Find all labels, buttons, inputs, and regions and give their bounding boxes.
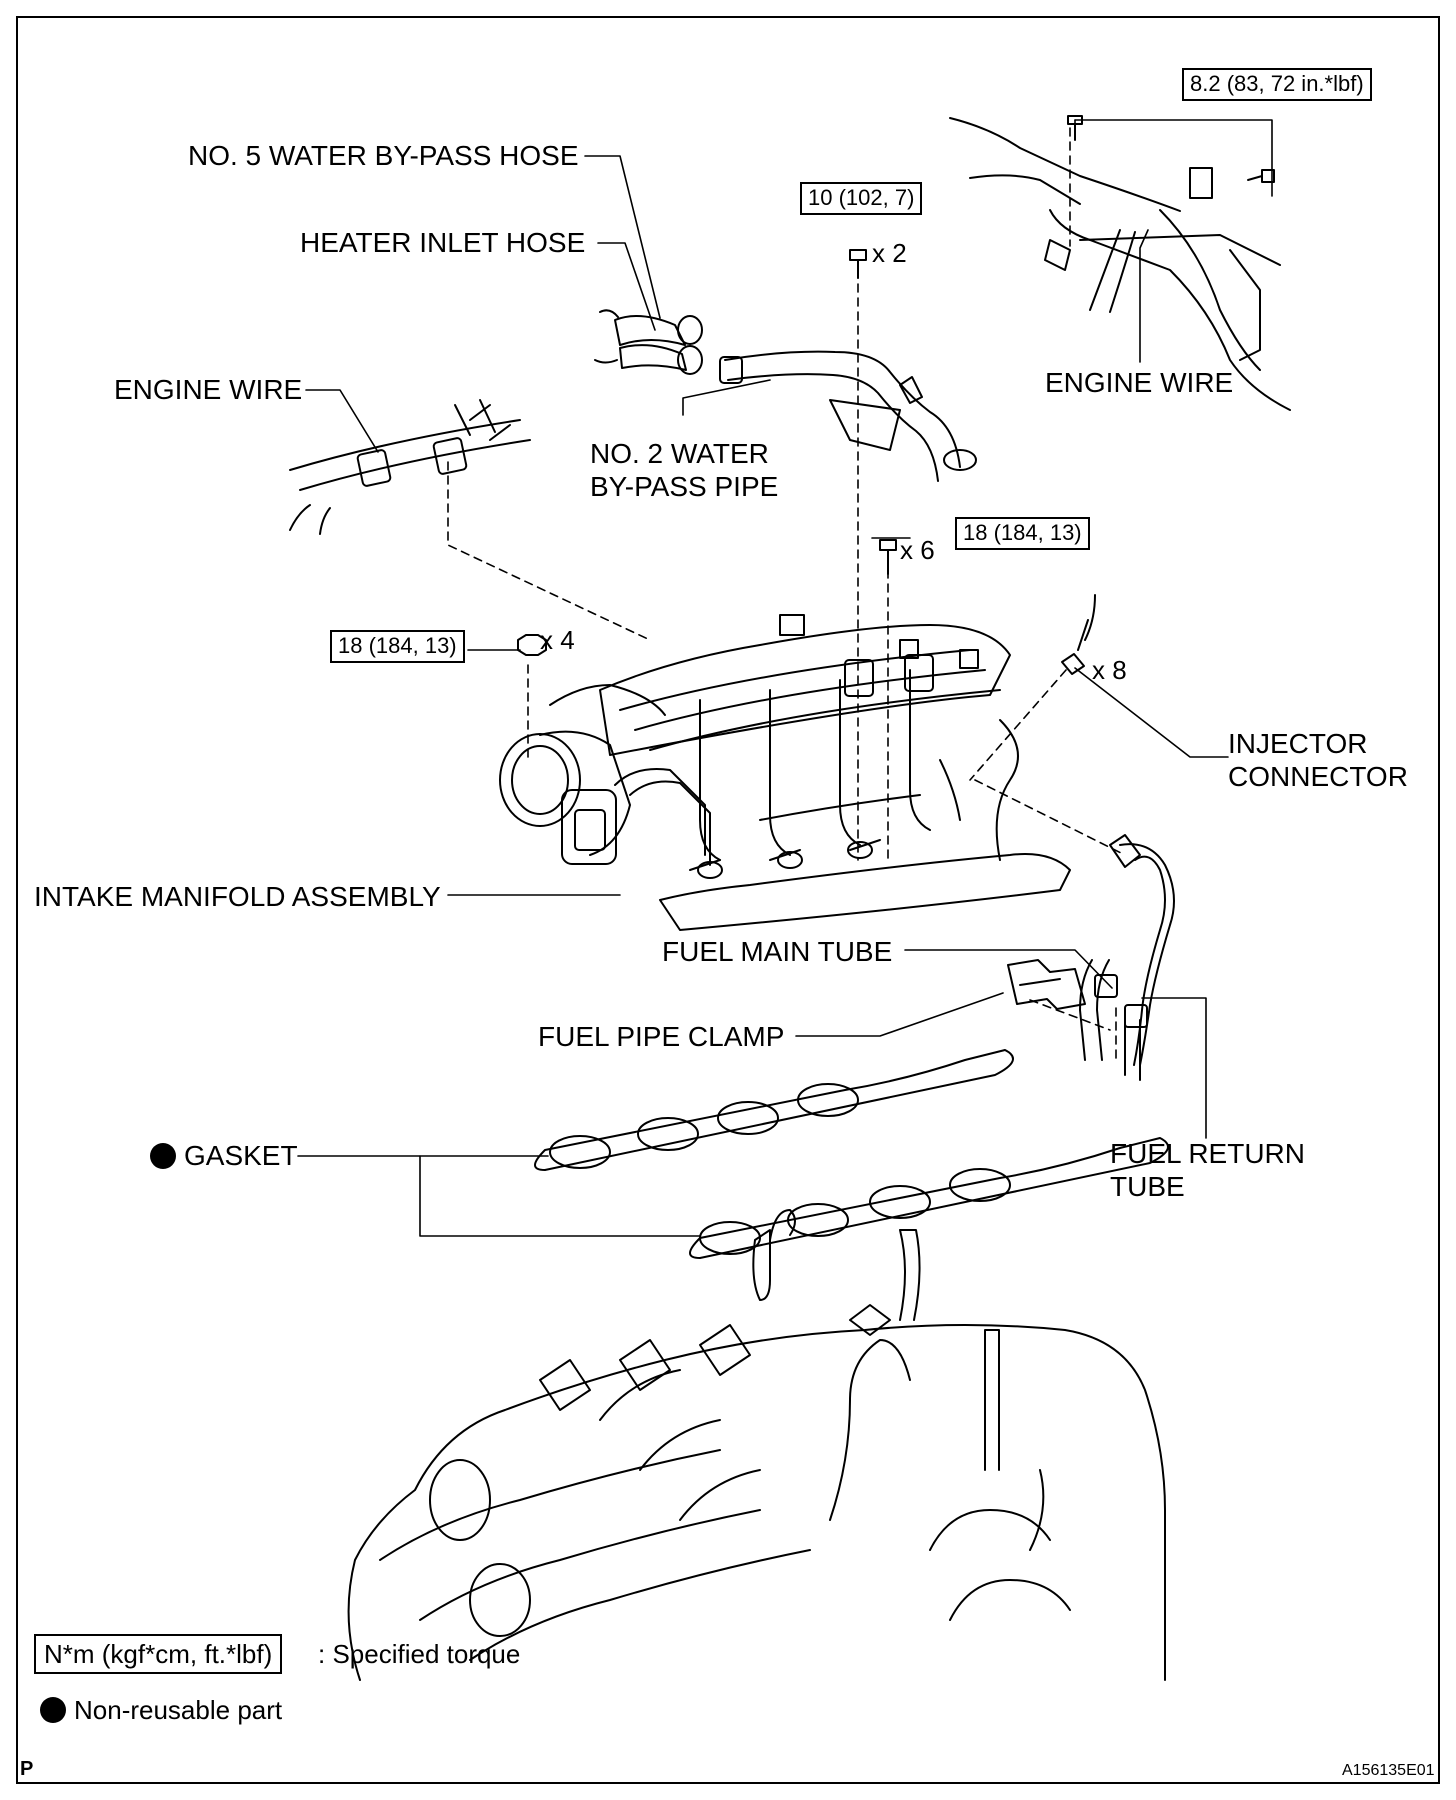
legend-nonreusable-text: Non-reusable part: [74, 1695, 283, 1725]
torque-bypass-pipe-bolts: 10 (102, 7): [800, 182, 923, 215]
fuel-tube-drawing: [1079, 834, 1175, 1081]
legend-torque-desc: : Specified torque: [318, 1639, 521, 1669]
gasket-lower-drawing: [689, 1137, 1169, 1259]
qty-injector-connectors: x 8: [1092, 655, 1127, 685]
nonreusable-dot-icon: [40, 1697, 66, 1723]
bolt-icon: [1061, 619, 1089, 675]
label-fuel-return-line1: FUEL RETURN: [1110, 1138, 1305, 1169]
label-fuel-pipe-clamp: FUEL PIPE CLAMP: [538, 1021, 785, 1052]
figure-id: A156135E01: [1342, 1762, 1435, 1779]
bolt-icon: [1247, 169, 1275, 183]
label-water-bypass-hose: NO. 5 WATER BY-PASS HOSE: [188, 140, 579, 171]
label-engine-wire-right: ENGINE WIRE: [1045, 367, 1234, 398]
nut-icon: [517, 634, 547, 656]
label-bypass-pipe-line1: NO. 2 WATER: [590, 438, 769, 469]
bolt-icon: [849, 249, 867, 279]
label-intake-manifold: INTAKE MANIFOLD ASSEMBLY: [34, 881, 441, 912]
label-bypass-pipe-line2: BY-PASS PIPE: [590, 471, 779, 502]
label-engine-wire-left: ENGINE WIRE: [114, 374, 303, 405]
heater-hose-drawing: [594, 309, 703, 375]
legend-torque-unit: N*m (kgf*cm, ft.*lbf): [34, 1634, 283, 1674]
label-gasket: GASKET: [150, 1139, 298, 1172]
intake-manifold-drawing: [499, 594, 1096, 931]
gasket-upper-drawing: [534, 1049, 1014, 1171]
bolt-icon: [1067, 115, 1083, 141]
label-injector-line2: CONNECTOR: [1228, 761, 1408, 792]
nonreusable-dot-icon: [150, 1143, 176, 1169]
corner-mark: P: [20, 1758, 34, 1780]
fuel-pipe-clamp-drawing: [1007, 959, 1086, 1010]
diagram-frame: [16, 16, 1440, 1784]
torque-manifold-nuts: 18 (184, 13): [330, 630, 465, 663]
bypass-pipe-drawing: [719, 350, 977, 482]
label-injector-line1: INJECTOR: [1228, 728, 1368, 759]
label-fuel-main-tube: FUEL MAIN TUBE: [662, 936, 893, 967]
label-gasket-text: GASKET: [184, 1140, 298, 1171]
label-heater-inlet-hose: HEATER INLET HOSE: [300, 227, 586, 258]
torque-manifold-bolts: 18 (184, 13): [955, 517, 1090, 550]
torque-engine-wire-bolts: 8.2 (83, 72 in.*lbf): [1182, 68, 1372, 101]
qty-bypass-pipe-bolts: x 2: [872, 238, 907, 268]
legend-nonreusable: Non-reusable part: [40, 1694, 282, 1727]
alignment-dashes: [447, 127, 1126, 1061]
qty-manifold-bolts: x 6: [900, 535, 935, 565]
qty-manifold-nuts: x 4: [540, 625, 575, 655]
engine-block-drawing: [347, 1209, 1166, 1681]
bolt-icon: [879, 539, 897, 575]
engine-wire-left-drawing: [289, 399, 531, 535]
engine-wire-right-drawing: [949, 117, 1291, 411]
label-fuel-return-line2: TUBE: [1110, 1171, 1185, 1202]
